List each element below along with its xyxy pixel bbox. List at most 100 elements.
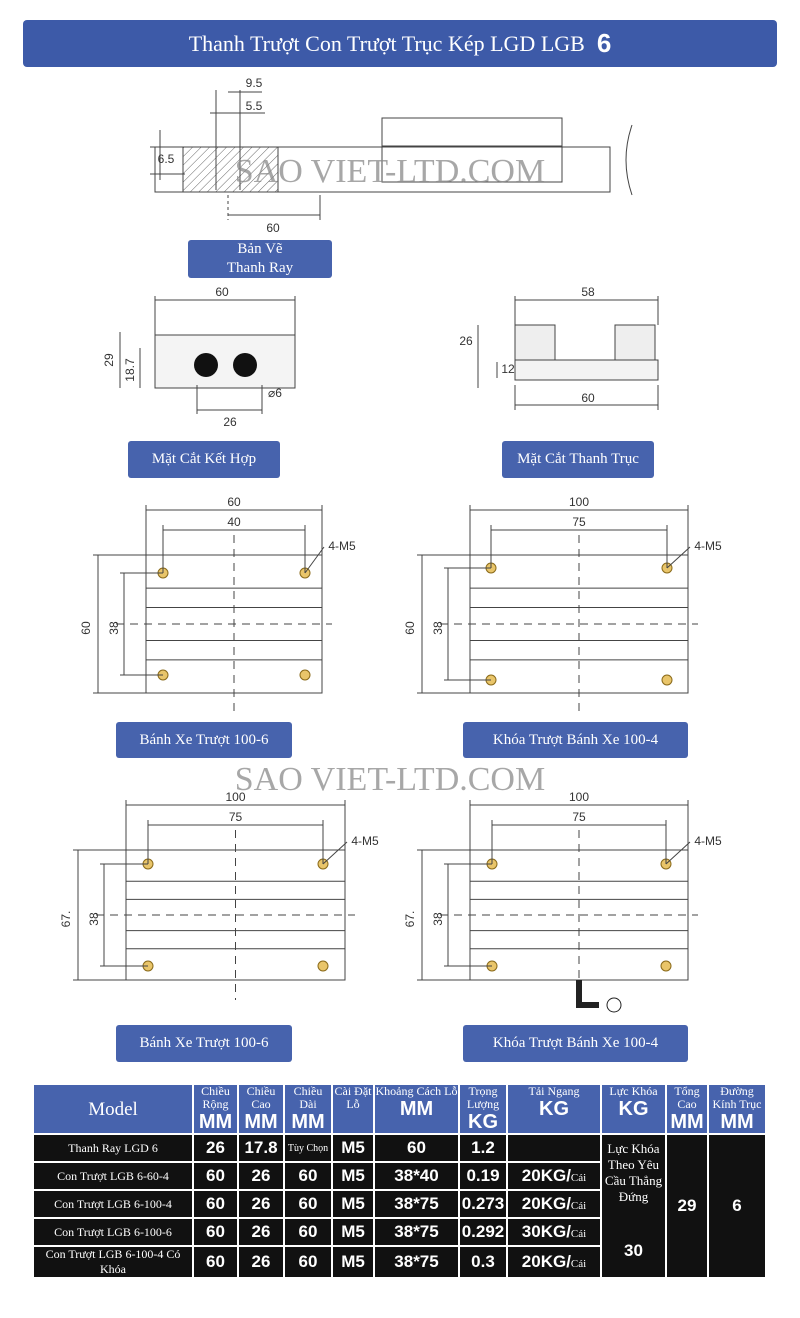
- mounting-hole-icon: [661, 674, 673, 686]
- dimension-label: 60: [79, 621, 93, 635]
- dimension-label: 67.: [59, 911, 73, 928]
- rail-section: [154, 334, 296, 389]
- cell-hole: M5: [333, 1219, 373, 1245]
- dimension-label: 29: [102, 353, 116, 367]
- column-header-title: Chiều Cao: [246, 1084, 276, 1111]
- cell-weight: 0.19: [460, 1163, 506, 1189]
- column-header-title: Chiều Dài: [293, 1084, 323, 1111]
- dimension-label: 58: [581, 285, 595, 299]
- column-header-unit: MM: [720, 1111, 754, 1133]
- cell-model: Con Trượt LGB 6-100-4 Có Khóa: [34, 1247, 192, 1277]
- drawing-line: [322, 841, 348, 865]
- dimension-label: 6.5: [158, 152, 175, 166]
- cell-height: 26: [239, 1191, 283, 1217]
- title-bar: Thanh Trượt Con Trượt Trục Kép LGD LGB 6: [23, 20, 777, 67]
- cell-hole-pitch: 60: [375, 1135, 458, 1161]
- column-header-unit: MM: [244, 1111, 278, 1133]
- watermark: SAO VIET-LTD.COM: [235, 153, 545, 190]
- shaft-left: [514, 324, 556, 361]
- column-header: Model: [34, 1085, 192, 1133]
- column-header-unit: KG: [468, 1111, 498, 1133]
- title-text: Thanh Trượt Con Trượt Trục Kép LGD LGB: [188, 30, 585, 56]
- cell-load: 20KG/Cái: [508, 1191, 600, 1217]
- cell-length: 60: [285, 1219, 331, 1245]
- shaft-base: [514, 359, 659, 381]
- dimension-label: 4-M5: [694, 834, 722, 848]
- dimension-label: 4-M5: [694, 539, 722, 553]
- column-header-title: Khoảng Cách Lỗ: [375, 1084, 458, 1098]
- cell-width: 60: [194, 1191, 237, 1217]
- cell-width: 26: [194, 1135, 237, 1161]
- mounting-hole-icon: [299, 669, 311, 681]
- dimension-label: 67.: [403, 911, 417, 928]
- column-header-unit: MM: [399, 1098, 434, 1120]
- cell-width: 60: [194, 1247, 237, 1277]
- load-unit: Cái: [570, 1200, 587, 1212]
- dimension-label: 26: [223, 415, 237, 429]
- slider-block: [381, 145, 563, 183]
- dimension-label: 38: [107, 621, 121, 635]
- break-line-icon: [625, 124, 633, 196]
- shaft-circle: [194, 353, 218, 377]
- shaft-right: [614, 324, 656, 361]
- lock-force-text: Lực Khóa Theo Yêu Cầu Thẳng Đứng: [604, 1141, 663, 1204]
- label-lock-slider-2: Khóa Trượt Bánh Xe 100-4: [463, 1025, 688, 1062]
- cell-height: 26: [239, 1247, 283, 1277]
- cell-hole: M5: [333, 1135, 373, 1161]
- label-rail-drawing: Bản Vẽ Thanh Ray: [188, 240, 332, 278]
- title-number: 6: [596, 28, 612, 58]
- cell-hole-pitch: 38*75: [375, 1191, 458, 1217]
- cell-height: 17.8: [239, 1135, 283, 1161]
- column-header-unit: KG: [539, 1098, 569, 1120]
- cell-length: 60: [285, 1191, 331, 1217]
- cell-width: 60: [194, 1219, 237, 1245]
- cell-model: Con Trượt LGB 6-100-6: [34, 1219, 192, 1245]
- label-line-2: Thanh Ray: [226, 260, 294, 276]
- column-header-title: Đường Kính Trục: [712, 1084, 762, 1111]
- load-value: 20KG/: [521, 1252, 571, 1271]
- label-line-1: Bản Vẽ: [237, 241, 283, 257]
- dimension-label: 60: [215, 285, 229, 299]
- label-combined-section: Mặt Cắt Kết Hợp: [128, 441, 280, 478]
- rail-hatch: [182, 146, 279, 193]
- load-unit: Cái: [570, 1258, 587, 1270]
- load-unit: Cái: [570, 1172, 587, 1184]
- lock-knob-icon: [606, 997, 622, 1013]
- column-header-unit: KG: [618, 1098, 649, 1120]
- dimension-label: 75: [229, 810, 243, 824]
- mounting-hole-icon: [660, 960, 672, 972]
- cell-model: Thanh Ray LGD 6: [34, 1135, 192, 1161]
- column-header-title: Cài Đặt Lỗ: [334, 1084, 372, 1111]
- lock-lever-icon: [576, 980, 599, 1008]
- cell-load: [508, 1135, 600, 1161]
- dimension-label: 26: [459, 334, 473, 348]
- cell-hole: M5: [333, 1247, 373, 1277]
- cell-length: 60: [285, 1247, 331, 1277]
- label-wheel-slider-2: Bánh Xe Trượt 100-6: [116, 1025, 292, 1062]
- column-header: Cài Đặt Lỗ: [333, 1085, 373, 1133]
- dimension-label: 60: [266, 221, 280, 235]
- dimension-label: 9.5: [246, 76, 263, 90]
- label-lock-slider-1: Khóa Trượt Bánh Xe 100-4: [463, 722, 688, 758]
- dimension-label: 5.5: [246, 99, 263, 113]
- dimension-label: 100: [225, 790, 245, 804]
- column-header-title: Lực Khóa: [609, 1084, 658, 1098]
- dimension-label: 75: [572, 515, 586, 529]
- column-header-title: Trọng Lượng: [466, 1084, 500, 1111]
- dimension-label: 38: [87, 912, 101, 926]
- cell-model: Con Trượt LGB 6-60-4: [34, 1163, 192, 1189]
- drawing-line: [304, 546, 325, 574]
